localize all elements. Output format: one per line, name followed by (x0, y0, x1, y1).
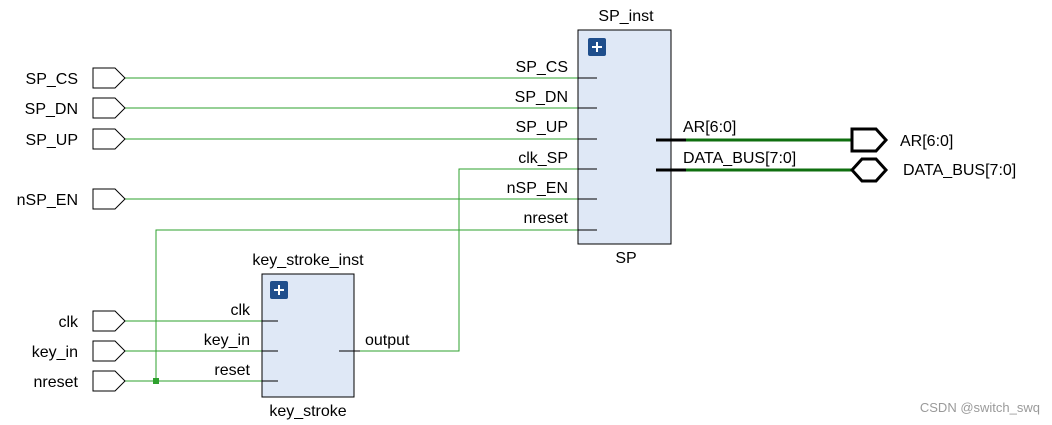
ks-port-label-output: output (365, 332, 410, 349)
sp-port-label-nreset: nreset (524, 210, 569, 227)
sp-module-name: SP (615, 250, 636, 267)
input-label-sp-dn: SP_DN (25, 101, 78, 118)
junction-dot (153, 378, 159, 384)
port-nreset-icon[interactable] (92, 370, 126, 392)
input-label-sp-cs: SP_CS (26, 71, 78, 88)
sp-port-label-sp-up: SP_UP (516, 119, 568, 136)
key-stroke-pins (262, 320, 360, 382)
output-label-ar: AR[6:0] (900, 133, 953, 150)
wire-output-to-clk-sp (339, 168, 597, 352)
ks-port-label-key-in: key_in (204, 332, 250, 349)
sp-output-pins (656, 138, 686, 172)
port-sp-up-icon[interactable] (92, 128, 126, 150)
sp-block[interactable]: SP_inst SP_CS SP_DN SP_UP clk_SP nSP_EN … (507, 8, 797, 267)
key-stroke-instance-name: key_stroke_inst (252, 252, 364, 269)
input-label-key-in: key_in (32, 344, 78, 361)
key-stroke-expand-button[interactable] (270, 281, 288, 299)
ks-port-label-reset: reset (214, 362, 250, 379)
input-labels: SP_CS SP_DN SP_UP nSP_EN clk key_in nres… (17, 71, 79, 391)
input-label-clk: clk (58, 314, 79, 331)
port-key-in-icon[interactable] (92, 340, 126, 362)
watermark: CSDN @switch_swq (920, 400, 1040, 415)
output-label-data-bus: DATA_BUS[7:0] (903, 162, 1016, 179)
port-ar-icon[interactable] (850, 127, 889, 153)
sp-port-label-sp-dn: SP_DN (515, 89, 568, 106)
ks-port-label-clk: clk (230, 302, 251, 319)
sp-expand-button[interactable] (588, 38, 606, 56)
sp-port-label-sp-cs: SP_CS (516, 59, 568, 76)
input-ports (92, 67, 126, 392)
port-clk-icon[interactable] (92, 310, 126, 332)
input-label-nsp-en: nSP_EN (17, 192, 78, 209)
sp-block-body[interactable] (577, 29, 672, 245)
wire-nreset-to-sp (155, 229, 597, 381)
input-label-sp-up: SP_UP (26, 132, 78, 149)
key-stroke-module-name: key_stroke (269, 403, 346, 420)
sp-port-label-ar: AR[6:0] (683, 119, 736, 136)
sp-port-label-data-bus: DATA_BUS[7:0] (683, 150, 796, 167)
port-data-bus-icon[interactable] (849, 157, 889, 183)
sp-port-label-nsp-en: nSP_EN (507, 180, 568, 197)
sp-instance-name: SP_inst (598, 8, 654, 25)
input-label-nreset: nreset (34, 374, 79, 391)
port-sp-cs-icon[interactable] (92, 67, 126, 89)
sp-input-pins (578, 77, 597, 231)
output-ports (849, 127, 889, 183)
wires (125, 77, 597, 382)
buses (680, 138, 852, 172)
key-stroke-block[interactable]: key_stroke_inst clk key_in reset output … (204, 252, 410, 420)
sp-port-label-clk-sp: clk_SP (518, 150, 568, 167)
port-nsp-en-icon[interactable] (92, 188, 126, 210)
port-sp-dn-icon[interactable] (92, 97, 126, 119)
